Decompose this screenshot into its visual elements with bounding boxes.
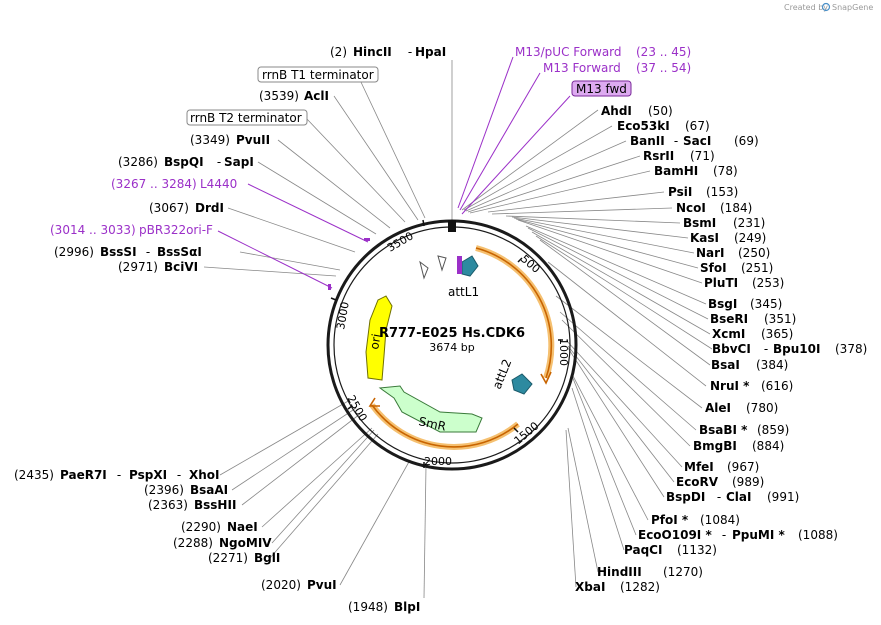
connector-drdi bbox=[227, 207, 356, 253]
site-pfoi[interactable]: PfoI *(1084) bbox=[651, 513, 740, 527]
m13-fwd-marker bbox=[457, 256, 462, 274]
connector-m13-puc bbox=[457, 56, 514, 209]
rrnb-t1-label-box[interactable]: rrnB T1 terminator bbox=[257, 66, 379, 83]
primer-pbr322[interactable]: (3014 .. 3033)pBR322ori-F bbox=[50, 223, 213, 237]
attl1-label: attL1 bbox=[448, 285, 479, 299]
site-ngomiv[interactable]: (2288)NgoMIV bbox=[173, 536, 272, 550]
credit-brand: SnapGene bbox=[832, 3, 873, 12]
site-xbai[interactable]: XbaI(1282) bbox=[575, 580, 660, 594]
rrnb-t1-mark bbox=[419, 260, 429, 280]
small-feature-marks bbox=[328, 220, 456, 290]
site-eco0109i[interactable]: EcoO109I * - PpuMI *(1088) bbox=[638, 528, 838, 542]
primer-l4440[interactable]: (3267 .. 3284)L4440 bbox=[111, 177, 237, 191]
connector-bspqi bbox=[257, 161, 377, 235]
site-acli[interactable]: (3539)AclI bbox=[259, 89, 329, 103]
primer-m13-puc[interactable]: M13/pUC Forward(23 .. 45) bbox=[515, 45, 691, 59]
connector-pvuii bbox=[277, 139, 391, 229]
site-bseri[interactable]: BseRI(351) bbox=[710, 312, 796, 326]
tick-1000: 1000 bbox=[557, 338, 570, 366]
connector-lines bbox=[203, 60, 713, 599]
ori-label: ori bbox=[367, 333, 383, 351]
site-bspqi[interactable]: (3286)BspQI - SapI bbox=[118, 155, 254, 169]
site-pluti[interactable]: PluTI(253) bbox=[704, 276, 784, 290]
connector-pvui bbox=[339, 459, 411, 586]
attl2-feature[interactable]: attL2 bbox=[490, 357, 533, 395]
smr-label: SmR bbox=[417, 414, 447, 433]
connector-xhoi bbox=[219, 399, 351, 476]
insert-arrowhead-lower bbox=[368, 397, 380, 407]
connector-l4440 bbox=[247, 183, 369, 243]
site-bcivi[interactable]: (2971)BciVI bbox=[118, 260, 198, 274]
site-xcmi[interactable]: XcmI(365) bbox=[712, 327, 793, 341]
rrnb-t2-mark bbox=[437, 255, 447, 272]
site-bsmi[interactable]: BsmI(231) bbox=[683, 216, 765, 230]
connector-ahdi bbox=[461, 109, 599, 211]
site-drdi[interactable]: (3067)DrdI bbox=[149, 201, 224, 215]
site-nari[interactable]: NarI(250) bbox=[696, 246, 770, 260]
site-bsabi[interactable]: BsaBI *(859) bbox=[699, 423, 789, 437]
connector-rrnb-t2 bbox=[305, 117, 406, 223]
m13-fwd-label: M13 fwd bbox=[576, 82, 627, 96]
site-mfei[interactable]: MfeI(967) bbox=[684, 460, 759, 474]
ori-feature[interactable]: ori bbox=[365, 295, 393, 381]
rrnb-t2-label: rrnB T2 terminator bbox=[190, 111, 302, 125]
site-banii[interactable]: BanII - SacI(69) bbox=[630, 134, 759, 148]
site-bsai[interactable]: BsaI(384) bbox=[711, 358, 788, 372]
site-kasi[interactable]: KasI(249) bbox=[690, 231, 766, 245]
site-ncoi[interactable]: NcoI(184) bbox=[676, 201, 752, 215]
connector-rrnb-t1 bbox=[359, 79, 426, 219]
rrnb-t1-label: rrnB T1 terminator bbox=[262, 68, 374, 82]
plasmid-length: 3674 bp bbox=[429, 341, 474, 354]
connector-bsssi bbox=[239, 251, 341, 271]
site-eco53ki[interactable]: Eco53kI(67) bbox=[617, 119, 710, 133]
site-paer7i[interactable]: (2435)PaeR7I - PspXI - XhoI bbox=[14, 468, 220, 482]
site-psii[interactable]: PsiI(153) bbox=[668, 185, 738, 199]
insert-arrowhead-upper bbox=[540, 371, 552, 385]
connector-pbr322 bbox=[217, 230, 333, 289]
site-pvui[interactable]: (2020)PvuI bbox=[261, 578, 337, 592]
tick-3000: 3000 bbox=[334, 301, 352, 331]
site-bsgi[interactable]: BsgI(345) bbox=[708, 297, 782, 311]
site-ecorv[interactable]: EcoRV(989) bbox=[676, 475, 764, 489]
plasmid-name: R777-E025 Hs.CDK6 bbox=[379, 326, 525, 341]
site-bspdi[interactable]: BspDI - ClaI(991) bbox=[666, 490, 799, 504]
rrnb-t2-label-box[interactable]: rrnB T2 terminator bbox=[186, 109, 308, 126]
site-bsshii[interactable]: (2363)BssHII bbox=[148, 498, 236, 512]
site-hindiii[interactable]: HindIII(1270) bbox=[597, 565, 703, 579]
snapgene-logo-icon bbox=[821, 2, 831, 12]
attl2-label: attL2 bbox=[490, 357, 515, 391]
connector-blpi bbox=[423, 465, 427, 599]
site-bgli[interactable]: (2271)BglI bbox=[208, 551, 280, 565]
site-bmgbi[interactable]: BmgBI(884) bbox=[693, 439, 784, 453]
terminator-marks bbox=[419, 255, 447, 280]
tick-2000: 2000 bbox=[424, 455, 452, 468]
connector-bcivi bbox=[203, 266, 337, 277]
site-paqci[interactable]: PaqCI(1132) bbox=[624, 543, 717, 557]
site-bamhi[interactable]: BamHI(78) bbox=[654, 164, 738, 178]
site-sfoi[interactable]: SfoI(251) bbox=[700, 261, 773, 275]
primer-m13[interactable]: M13 Forward(37 .. 54) bbox=[543, 61, 691, 75]
site-pvuii[interactable]: (3349)PvuII bbox=[190, 133, 270, 147]
connector-m13-fwd bbox=[461, 95, 571, 215]
site-naei[interactable]: (2290)NaeI bbox=[181, 520, 258, 534]
site-rsrii[interactable]: RsrII(71) bbox=[643, 149, 715, 163]
credit: Created by SnapGene bbox=[784, 2, 873, 12]
site-bsaai[interactable]: (2396)BsaAI bbox=[144, 483, 228, 497]
site-nrui[interactable]: NruI *(616) bbox=[710, 379, 793, 393]
site-bsssi[interactable]: (2996)BssSI - BssSαI bbox=[54, 245, 202, 259]
m13-fwd-label-box[interactable]: M13 fwd bbox=[571, 80, 632, 97]
site-ahdi[interactable]: AhdI(50) bbox=[601, 104, 673, 118]
site-blpi[interactable]: (1948)BlpI bbox=[348, 600, 420, 614]
attl1-feature[interactable]: attL1 bbox=[448, 255, 479, 299]
site-bbvci[interactable]: BbvCI - Bpu10I(378) bbox=[712, 342, 867, 356]
credit-prefix: Created by bbox=[784, 3, 828, 12]
site-hincii[interactable]: (2)HincII - HpaI bbox=[330, 45, 446, 59]
connector-m13 bbox=[459, 72, 541, 211]
smr-feature[interactable]: SmR bbox=[378, 385, 483, 434]
site-alei[interactable]: AleI(780) bbox=[705, 401, 778, 415]
connector-acli bbox=[333, 95, 419, 221]
